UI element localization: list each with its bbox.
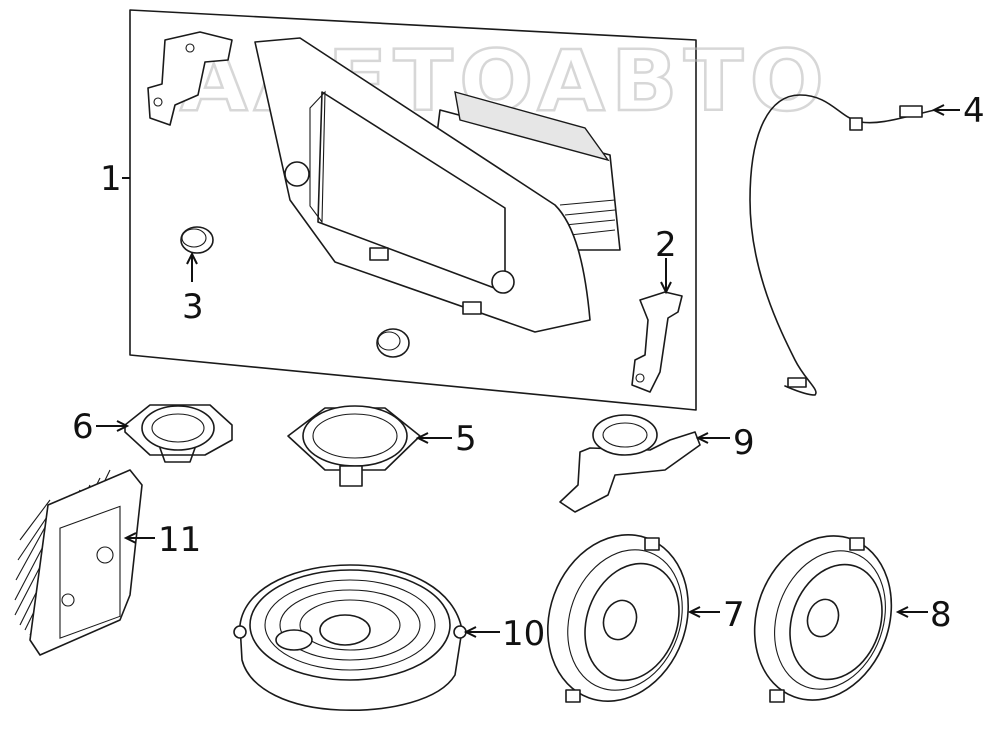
- speaker-part-8[interactable]: [732, 516, 913, 719]
- bracket-part-2[interactable]: [631, 291, 683, 393]
- callout-10: 10: [502, 614, 545, 654]
- tweeter-part-6[interactable]: [124, 404, 233, 463]
- display-head-unit[interactable]: [254, 37, 621, 333]
- knob-loose[interactable]: [376, 328, 410, 358]
- tweeter-bracket-part-9[interactable]: [559, 414, 701, 513]
- mounting-bracket-upper[interactable]: [147, 31, 233, 126]
- leader-lines: [96, 104, 960, 638]
- callout-5: 5: [455, 419, 477, 459]
- speaker-part-7[interactable]: [525, 515, 711, 721]
- callout-6: 6: [72, 407, 94, 447]
- speaker-part-5[interactable]: [287, 405, 421, 487]
- subwoofer-part-10[interactable]: [233, 564, 467, 712]
- callout-11: 11: [158, 520, 201, 560]
- amplifier-part-11[interactable]: [14, 469, 143, 656]
- callout-8: 8: [930, 595, 952, 635]
- callout-7: 7: [723, 595, 745, 635]
- knob-part-3[interactable]: [180, 226, 214, 254]
- assembly-panel: [129, 9, 697, 411]
- callout-1: 1: [100, 159, 122, 199]
- callout-3: 3: [182, 287, 204, 327]
- callout-4: 4: [963, 91, 985, 131]
- callout-9: 9: [733, 423, 755, 463]
- callout-labels: 1 2 3 4 5 6 7 8 9 10 11: [72, 91, 985, 654]
- callout-2: 2: [655, 225, 677, 265]
- antenna-cable-part-4[interactable]: [749, 94, 936, 396]
